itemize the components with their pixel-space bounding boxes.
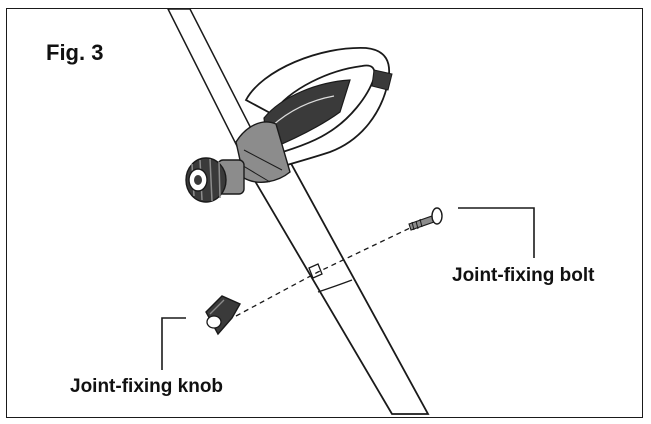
lower-shaft (250, 156, 430, 415)
knob-leader-line (161, 317, 186, 370)
handle-grip (235, 47, 393, 183)
joint-fixing-bolt (408, 207, 443, 231)
callout-joint-fixing-knob: Joint-fixing knob (70, 376, 224, 397)
figure-title: Fig. 3 (46, 40, 104, 65)
callout-joint-fixing-bolt: Joint-fixing bolt (452, 265, 595, 286)
bolt-leader-line (458, 207, 535, 258)
handle-adjustment-knob (185, 157, 245, 203)
assembly-path-dashed (235, 227, 411, 317)
figure-frame (6, 8, 643, 418)
joint-fixing-knob (205, 295, 241, 336)
